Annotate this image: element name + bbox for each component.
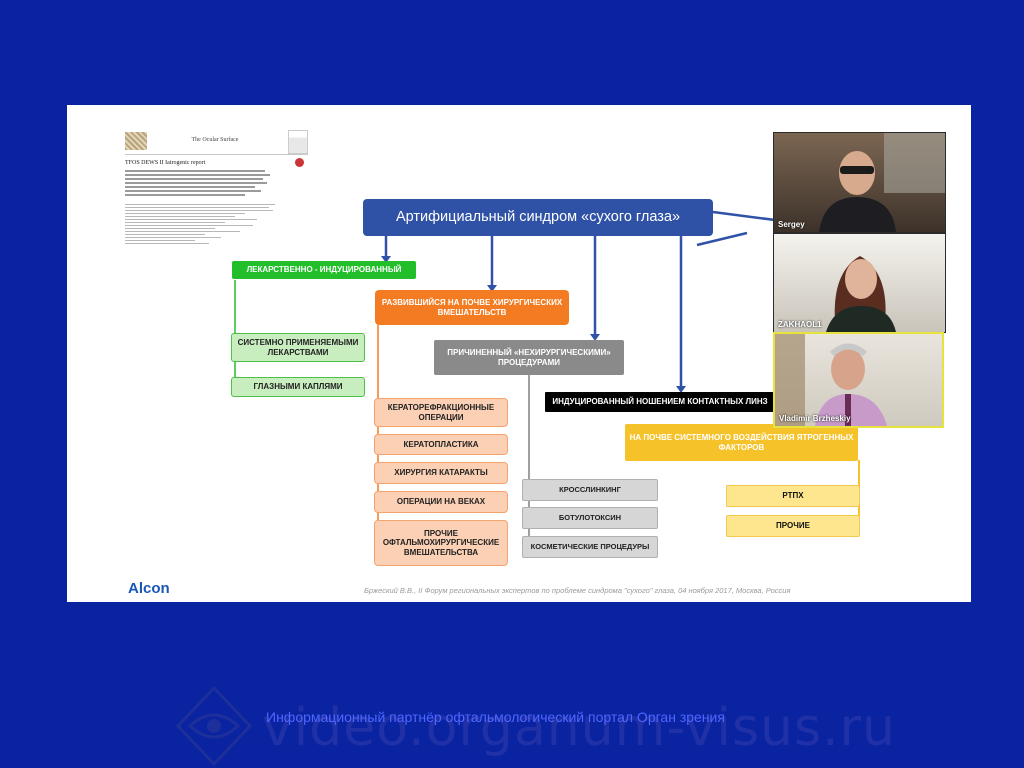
branch-surgical: РАЗВИВШИЙСЯ НА ПОЧВЕ ХИРУРГИЧЕСКИХ ВМЕША… <box>375 290 569 325</box>
drug-item-systemic: СИСТЕМНО ПРИМЕНЯЕМЫМИ ЛЕКАРСТВАМИ <box>231 333 365 362</box>
surgical-item-keratoplasty: КЕРАТОПЛАСТИКА <box>374 434 508 455</box>
systemic-item-gvhd: РТПХ <box>726 485 860 507</box>
branch-contact-lens: ИНДУЦИРОВАННЫЙ НОШЕНИЕМ КОНТАКТНЫХ ЛИНЗ <box>545 392 775 412</box>
participant-name: Vladimir Brzheskiy <box>779 414 851 423</box>
eye-logo-icon <box>176 686 252 766</box>
alcon-logo: Alcon <box>128 580 170 597</box>
participant-avatar-icon <box>775 334 887 426</box>
participant-avatar-icon <box>826 256 896 332</box>
watermark-url: video.organum-visus.ru <box>262 698 896 758</box>
surgical-item-other: ПРОЧИЕ ОФТАЛЬМОХИРУРГИЧЕСКИЕ ВМЕШАТЕЛЬСТ… <box>374 520 508 566</box>
participant-avatar-icon <box>819 133 945 232</box>
surgical-item-eyelids: ОПЕРАЦИИ НА ВЕКАХ <box>374 491 508 513</box>
paper-thumbnail: The Ocular Surface TFOS DEWS II Iatrogen… <box>125 130 308 265</box>
video-tile-zakhaol1[interactable]: ZAKHAOL1 <box>773 233 946 333</box>
drug-item-eye-drops: ГЛАЗНЫМИ КАПЛЯМИ <box>231 377 365 397</box>
publisher-logo-icon <box>125 132 147 150</box>
participant-name: Sergey <box>778 220 805 229</box>
watermark-partner-text: Информационный партнёр офтальмологически… <box>266 709 725 725</box>
paper-affiliation-lines <box>125 204 275 246</box>
branch-systemic: НА ПОЧВЕ СИСТЕМНОГО ВОЗДЕЙСТВИЯ ЯТРОГЕНН… <box>625 424 858 461</box>
journal-cover-icon <box>288 130 308 154</box>
paper-author-lines <box>125 170 275 198</box>
paper-title: TFOS DEWS II Iatrogenic report <box>125 160 206 166</box>
systemic-item-other: ПРОЧИЕ <box>726 515 860 537</box>
video-tile-vladimir[interactable]: Vladimir Brzheskiy <box>773 332 944 428</box>
video-tile-sergey[interactable]: Sergey <box>773 132 946 233</box>
participant-name: ZAKHAOL1 <box>778 320 822 329</box>
nonsurgical-item-botox: БОТУЛОТОКСИН <box>522 507 658 529</box>
diagram-root-box: Артифициальный синдром «сухого глаза» <box>363 199 713 236</box>
surgical-item-cataract: ХИРУРГИЯ КАТАРАКТЫ <box>374 462 508 484</box>
branch-nonsurgical: ПРИЧИНЕННЫЙ «НЕХИРУРГИЧЕСКИМИ» ПРОЦЕДУРА… <box>434 340 624 375</box>
nonsurgical-item-cosmetic: КОСМЕТИЧЕСКИЕ ПРОЦЕДУРЫ <box>522 536 658 558</box>
nonsurgical-item-crosslinking: КРОССЛИНКИНГ <box>522 479 658 501</box>
branch-drug-induced: ЛЕКАРСТВЕННО - ИНДУЦИРОВАННЫЙ <box>232 261 416 279</box>
paper-journal: The Ocular Surface <box>191 137 239 143</box>
presentation-slide: The Ocular Surface TFOS DEWS II Iatrogen… <box>67 105 971 602</box>
paper-header: The Ocular Surface <box>125 130 308 155</box>
slide-citation: Бржеский В.В., II Форум региональных экс… <box>364 586 791 595</box>
surgical-item-refractive: КЕРАТОРЕФРАКЦИОННЫЕ ОПЕРАЦИИ <box>374 398 508 427</box>
crossmark-icon <box>295 158 304 167</box>
